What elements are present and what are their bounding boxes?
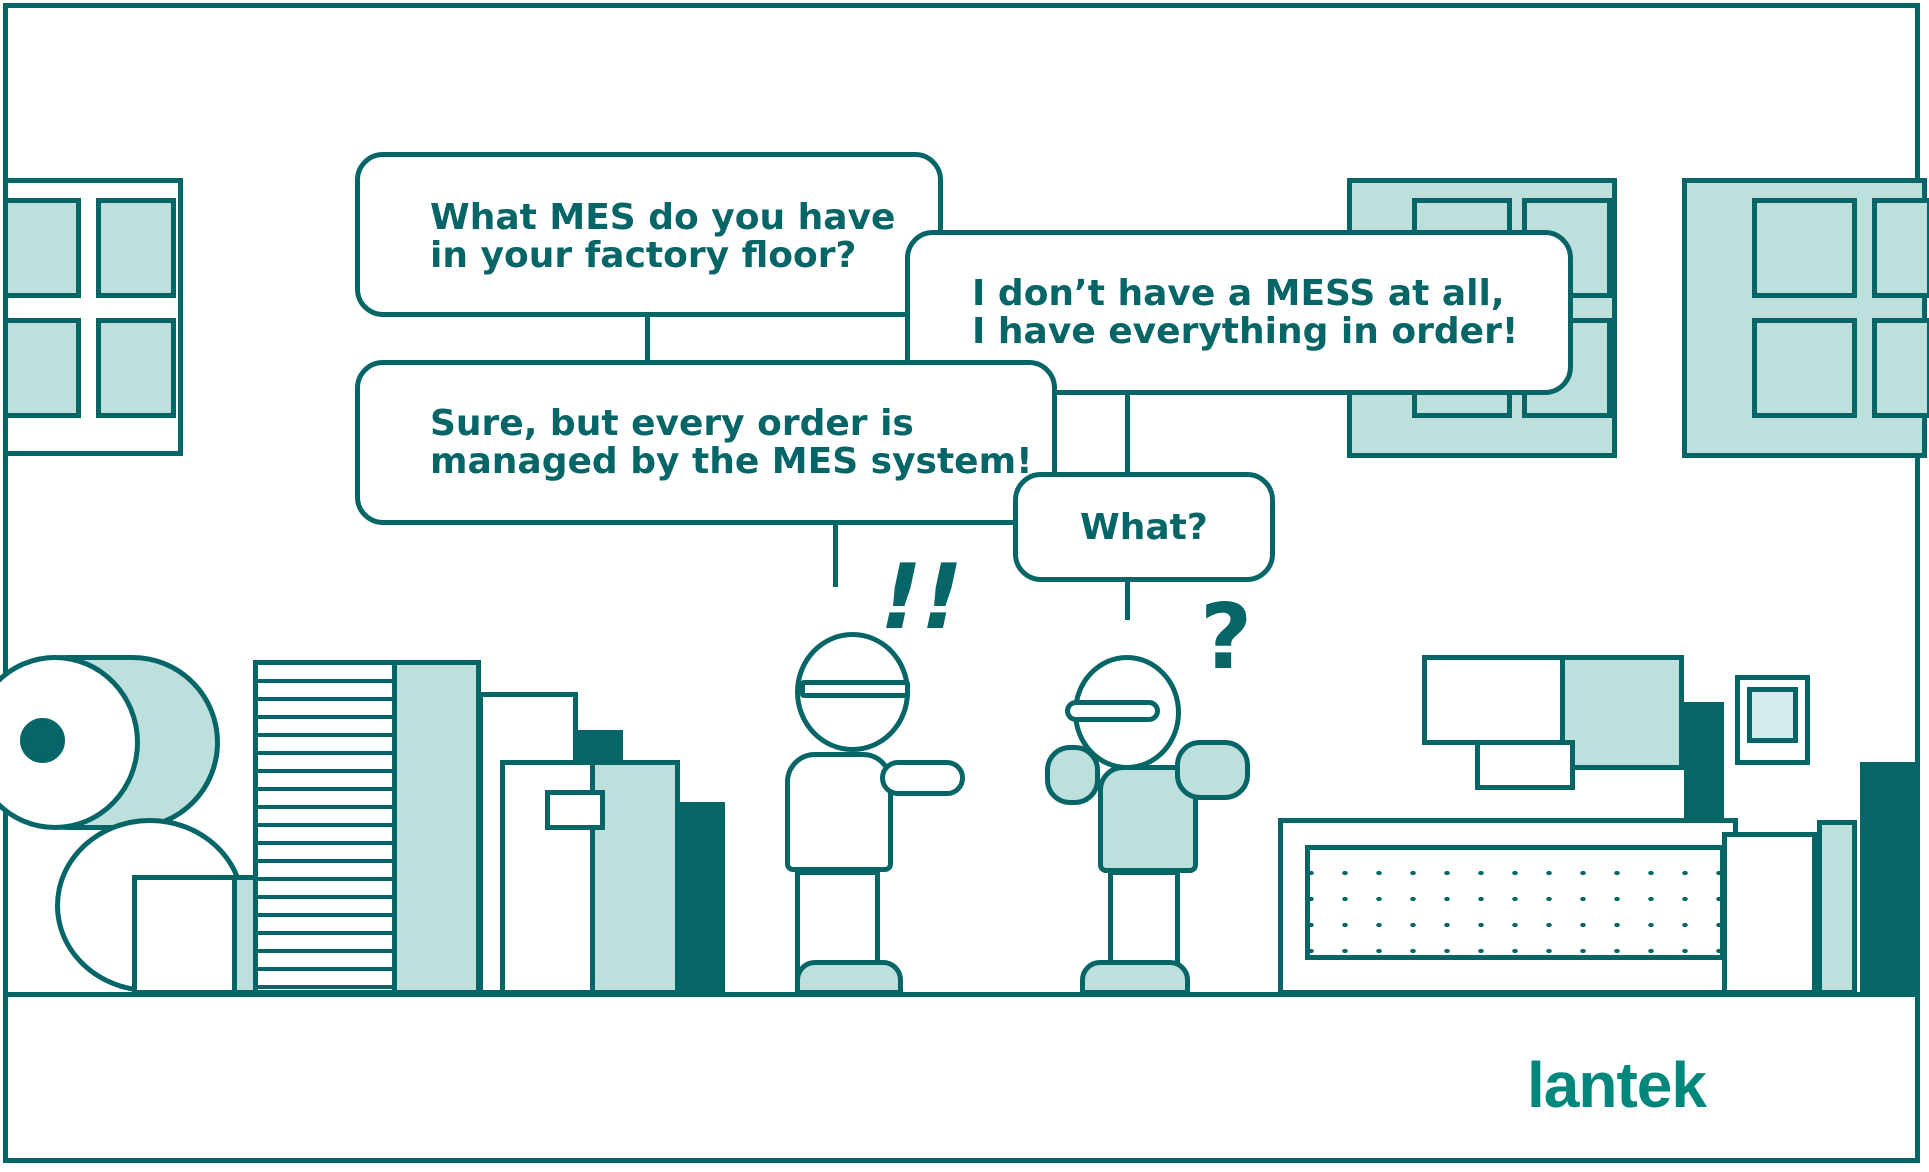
control-panel — [1722, 832, 1817, 995]
bubble-connector — [833, 522, 838, 587]
bubble-text: What MES do you have in your factory flo… — [430, 197, 896, 276]
man-arm-right — [1175, 740, 1250, 800]
woman-glasses — [800, 680, 910, 698]
window-pane — [96, 318, 176, 418]
window-pane — [96, 198, 176, 298]
control-screen-display — [1747, 687, 1798, 743]
coil-core — [20, 718, 65, 763]
floor-line — [3, 992, 1920, 997]
machine-head-side — [1560, 655, 1684, 770]
box — [545, 790, 605, 830]
speech-bubble-4: What? — [1013, 472, 1275, 582]
illustration-frame — [3, 3, 1920, 1163]
shelf-side — [392, 660, 481, 995]
woman-arm — [880, 760, 965, 796]
window-pane — [1872, 198, 1929, 298]
box — [680, 802, 725, 995]
man-legs — [1108, 870, 1180, 970]
woman-body — [785, 752, 893, 872]
window-pane — [3, 198, 81, 298]
man-glasses — [1065, 700, 1160, 722]
machine-tool — [1475, 740, 1575, 790]
man-arm-left — [1045, 745, 1100, 805]
machine-head-back — [1684, 702, 1724, 820]
machine-bed-panel — [1305, 845, 1725, 960]
bubble-text: I don’t have a MESS at all, I have every… — [972, 273, 1519, 352]
control-cabinet-back — [1860, 762, 1920, 995]
window-pane — [1872, 318, 1929, 418]
question-icon: ? — [1200, 585, 1253, 690]
window-pane — [1752, 318, 1857, 418]
bubble-connector — [1125, 578, 1130, 620]
speech-bubble-2: I don’t have a MESS at all, I have every… — [905, 230, 1573, 395]
control-cabinet — [1817, 820, 1857, 995]
window-left — [3, 178, 183, 456]
bubble-connector — [645, 312, 650, 362]
bubble-connector — [1125, 392, 1130, 472]
window-far-right — [1682, 178, 1929, 458]
speech-bubble-1: What MES do you have in your factory flo… — [355, 152, 943, 317]
window-pane — [1752, 198, 1857, 298]
bubble-text: What? — [1080, 507, 1208, 548]
woman-shoes — [795, 960, 903, 995]
bubble-text: Sure, but every order is managed by the … — [430, 403, 1033, 482]
speech-bubble-3: Sure, but every order is managed by the … — [355, 360, 1057, 525]
man-shoes — [1080, 960, 1190, 995]
window-pane — [3, 318, 81, 418]
lantek-logo: lantek — [1527, 1049, 1707, 1121]
